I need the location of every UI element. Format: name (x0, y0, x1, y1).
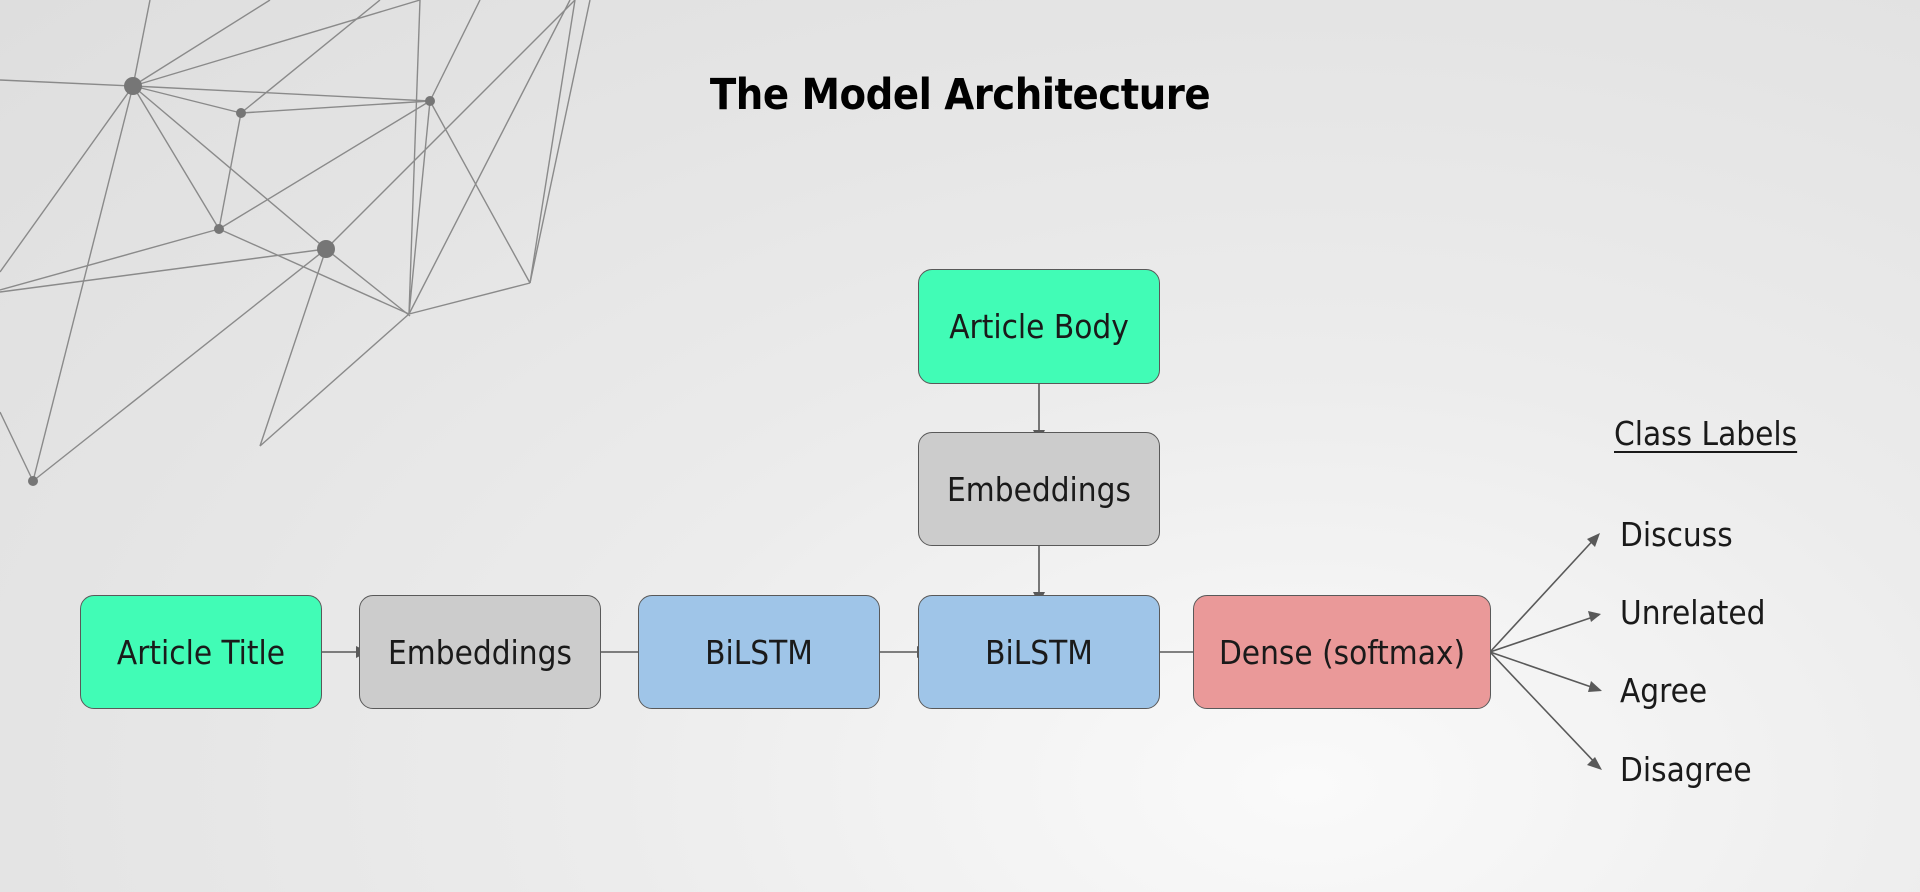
class-label-disagree: Disagree (1620, 750, 1752, 789)
arrow-dense-to-disagree (1489, 651, 1601, 769)
page-title: The Model Architecture (709, 70, 1211, 120)
dense-softmax-node: Dense (softmax) (1193, 595, 1491, 709)
arrow-dense-to-unrelated (1489, 614, 1600, 653)
bilstm-node-2: BiLSTM (918, 595, 1160, 709)
class-label-unrelated: Unrelated (1620, 593, 1766, 632)
article-body-node: Article Body (918, 269, 1160, 384)
arrow-dense-to-agree (1489, 651, 1601, 691)
class-labels-heading: Class Labels (1614, 414, 1798, 453)
title-embeddings-node: Embeddings (359, 595, 601, 709)
arrow-dense-to-discuss (1489, 534, 1599, 653)
bilstm-node-1: BiLSTM (638, 595, 880, 709)
article-title-node: Article Title (80, 595, 322, 709)
network-decoration (0, 0, 591, 486)
class-label-agree: Agree (1620, 671, 1708, 710)
body-embeddings-node: Embeddings (918, 432, 1160, 546)
class-label-discuss: Discuss (1620, 515, 1733, 554)
